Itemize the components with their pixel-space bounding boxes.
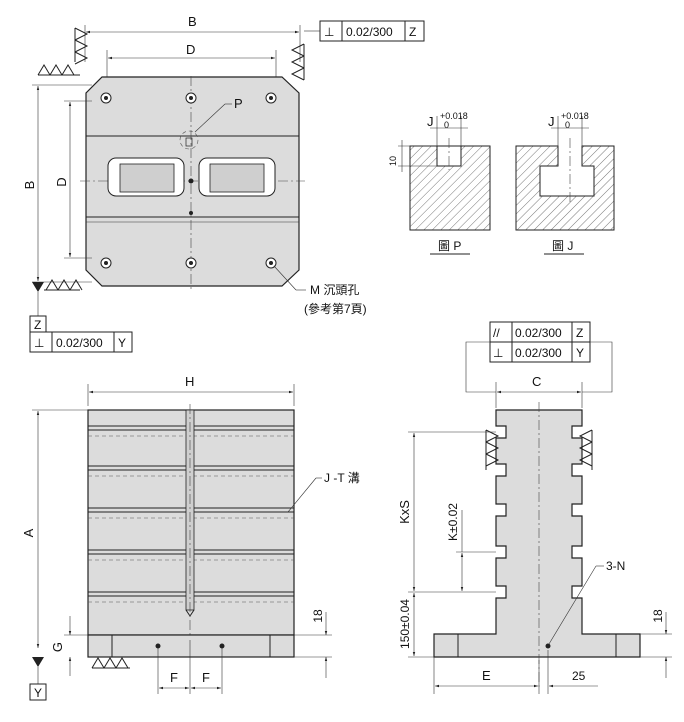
datum-surface-mark-right xyxy=(290,43,305,81)
datum-z-box: Z xyxy=(34,318,41,332)
svg-text:+0.018: +0.018 xyxy=(440,111,468,121)
detail-p: J +0.018 0 10 圖 P xyxy=(388,111,491,255)
slot-right xyxy=(198,157,276,197)
dim-b-width: B xyxy=(188,14,197,29)
dim-kxs: KxS xyxy=(397,500,412,524)
detail-j-title: 圖 J xyxy=(552,239,573,253)
dim-b-height: B xyxy=(22,181,37,190)
svg-text:Y: Y xyxy=(118,336,126,350)
svg-text:⊥: ⊥ xyxy=(324,25,334,39)
dim-h: H xyxy=(185,374,194,389)
svg-text:⊥: ⊥ xyxy=(34,336,44,350)
slot-left xyxy=(107,157,185,197)
svg-text:J: J xyxy=(548,114,555,129)
svg-text://: // xyxy=(493,326,500,340)
svg-text:0.02/300: 0.02/300 xyxy=(346,25,393,39)
dim-k: K±0.02 xyxy=(446,503,460,541)
tolerance-frame-perpendicular: ⊥ 0.02/300 Y xyxy=(489,341,591,363)
dim-a: A xyxy=(21,528,36,537)
side-view: // 0.02/300 Z ⊥ 0.02/300 Y C xyxy=(397,321,672,694)
dim-d-width: D xyxy=(186,42,195,57)
svg-text:Z: Z xyxy=(409,25,416,39)
callout-m-line2: (參考第7頁) xyxy=(304,301,367,316)
tolerance-frame-parallel: // 0.02/300 Z xyxy=(489,321,591,343)
callout-m-line1: M 沉頭孔 xyxy=(310,283,359,297)
dim-150: 150±0.04 xyxy=(398,599,412,649)
label-t-slot: J -T 溝 xyxy=(324,471,360,485)
svg-text:0.02/300: 0.02/300 xyxy=(515,326,562,340)
top-view: B D ⊥ 0.02/300 Z xyxy=(22,14,425,353)
tolerance-frame-top: ⊥ 0.02/300 Z xyxy=(304,20,425,42)
svg-text:0.02/300: 0.02/300 xyxy=(515,346,562,360)
label-3-n: 3-N xyxy=(606,559,625,573)
svg-text:0.02/300: 0.02/300 xyxy=(56,336,103,350)
dim-f-2: F xyxy=(202,670,210,685)
dim-d-height: D xyxy=(54,177,69,186)
side-datum-mark-right xyxy=(578,429,593,470)
p-hole xyxy=(179,130,199,150)
datum-surface-mark-left xyxy=(74,27,89,65)
datum-surface-mark-top xyxy=(37,64,80,76)
dim-f-1: F xyxy=(170,670,178,685)
side-dim-18: 18 xyxy=(651,609,665,623)
svg-text:Z: Z xyxy=(576,326,583,340)
svg-text:10: 10 xyxy=(388,156,398,166)
detail-j: J +0.018 0 圖 J xyxy=(515,111,615,255)
label-p: P xyxy=(234,96,243,111)
svg-text:0: 0 xyxy=(444,120,449,130)
tolerance-frame-bottom: ⊥ 0.02/300 Y xyxy=(29,331,133,353)
svg-text:J: J xyxy=(427,114,434,129)
detail-p-title: 圖 P xyxy=(438,239,461,253)
dim-e: E xyxy=(482,668,491,683)
front-base xyxy=(87,634,295,658)
side-body xyxy=(433,409,641,658)
svg-text:⊥: ⊥ xyxy=(493,346,503,360)
front-dim-18: 18 xyxy=(311,609,325,623)
dim-c: C xyxy=(532,374,541,389)
mounting-holes xyxy=(100,92,277,269)
svg-text:Y: Y xyxy=(576,346,584,360)
datum-y-box: Y xyxy=(34,686,42,700)
dim-g: G xyxy=(50,642,65,652)
svg-text:0: 0 xyxy=(565,120,570,130)
dim-25: 25 xyxy=(572,669,586,683)
svg-text:+0.018: +0.018 xyxy=(561,111,589,121)
front-view: H A G Y xyxy=(21,374,360,701)
